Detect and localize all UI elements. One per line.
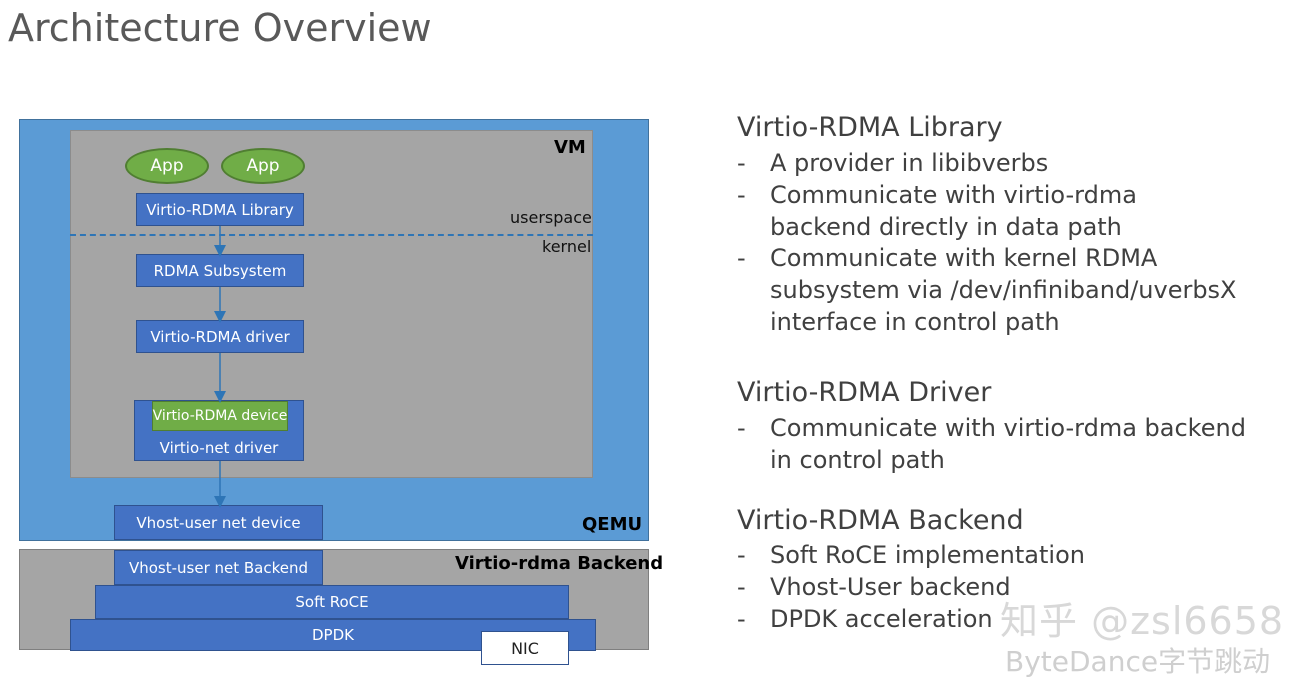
- app-2: App: [221, 148, 305, 184]
- virtio-rdma-backend-label: Virtio-rdma Backend: [455, 553, 664, 574]
- bullet-text: Soft RoCE implementation: [770, 541, 1085, 569]
- rdma-subsystem-box: RDMA Subsystem: [136, 254, 304, 287]
- bullet-backend-1: - Soft RoCE implementation: [737, 539, 1293, 571]
- bullet-driver-1: - Communicate with virtio-rdma backend i…: [737, 412, 1293, 476]
- bullet-text: Communicate with kernel RDMA subsystem v…: [770, 244, 1237, 336]
- virtio-rdma-driver-box: Virtio-RDMA driver: [136, 320, 304, 353]
- virtio-net-driver-label: Virtio-net driver: [159, 439, 279, 457]
- section-heading-backend: Virtio-RDMA Backend: [737, 505, 1024, 536]
- bullet-text: Communicate with virtio-rdma backend in …: [770, 414, 1246, 474]
- bullet-marker: -: [737, 573, 746, 601]
- nic-box: NIC: [481, 631, 569, 665]
- bullet-text: Vhost-User backend: [770, 573, 1011, 601]
- bullet-library-2: - Communicate with virtio-rdma backend d…: [737, 179, 1293, 243]
- bullet-backend-3: - DPDK acceleration: [737, 603, 1293, 635]
- kernel-label: kernel: [542, 237, 592, 256]
- page-title: Architecture Overview: [8, 6, 432, 50]
- bullet-marker: -: [737, 414, 746, 442]
- qemu-label: QEMU: [582, 514, 643, 535]
- bullet-backend-2: - Vhost-User backend: [737, 571, 1293, 603]
- bullet-library-3: - Communicate with kernel RDMA subsystem…: [737, 242, 1293, 338]
- soft-roce-box: Soft RoCE: [95, 585, 569, 619]
- bullet-marker: -: [737, 244, 746, 272]
- watermark-bytedance: ByteDance字节跳动: [1005, 645, 1271, 678]
- virtio-rdma-device-box: Virtio-RDMA device: [152, 401, 288, 431]
- bullet-marker: -: [737, 181, 746, 209]
- section-heading-driver: Virtio-RDMA Driver: [737, 377, 992, 408]
- watermark: 知乎 @zsl6658: [1000, 599, 1285, 643]
- section-heading-library: Virtio-RDMA Library: [737, 112, 1003, 143]
- bullet-marker: -: [737, 605, 746, 633]
- vhost-user-net-backend-box: Vhost-user net Backend: [114, 550, 323, 585]
- userspace-kernel-divider: [70, 234, 593, 236]
- vm-label: VM: [554, 137, 586, 158]
- bullet-text: Communicate with virtio-rdma backend dir…: [770, 181, 1137, 241]
- vhost-user-net-device-box: Vhost-user net device: [114, 505, 323, 540]
- bullet-marker: -: [737, 541, 746, 569]
- userspace-label: userspace: [510, 208, 592, 227]
- bullet-text: DPDK acceleration: [770, 605, 993, 633]
- app-1: App: [125, 148, 209, 184]
- virtio-rdma-library-box: Virtio-RDMA Library: [136, 193, 304, 226]
- bullet-library-1: - A provider in libibverbs: [737, 147, 1293, 179]
- bullet-marker: -: [737, 149, 746, 177]
- bullet-text: A provider in libibverbs: [770, 149, 1049, 177]
